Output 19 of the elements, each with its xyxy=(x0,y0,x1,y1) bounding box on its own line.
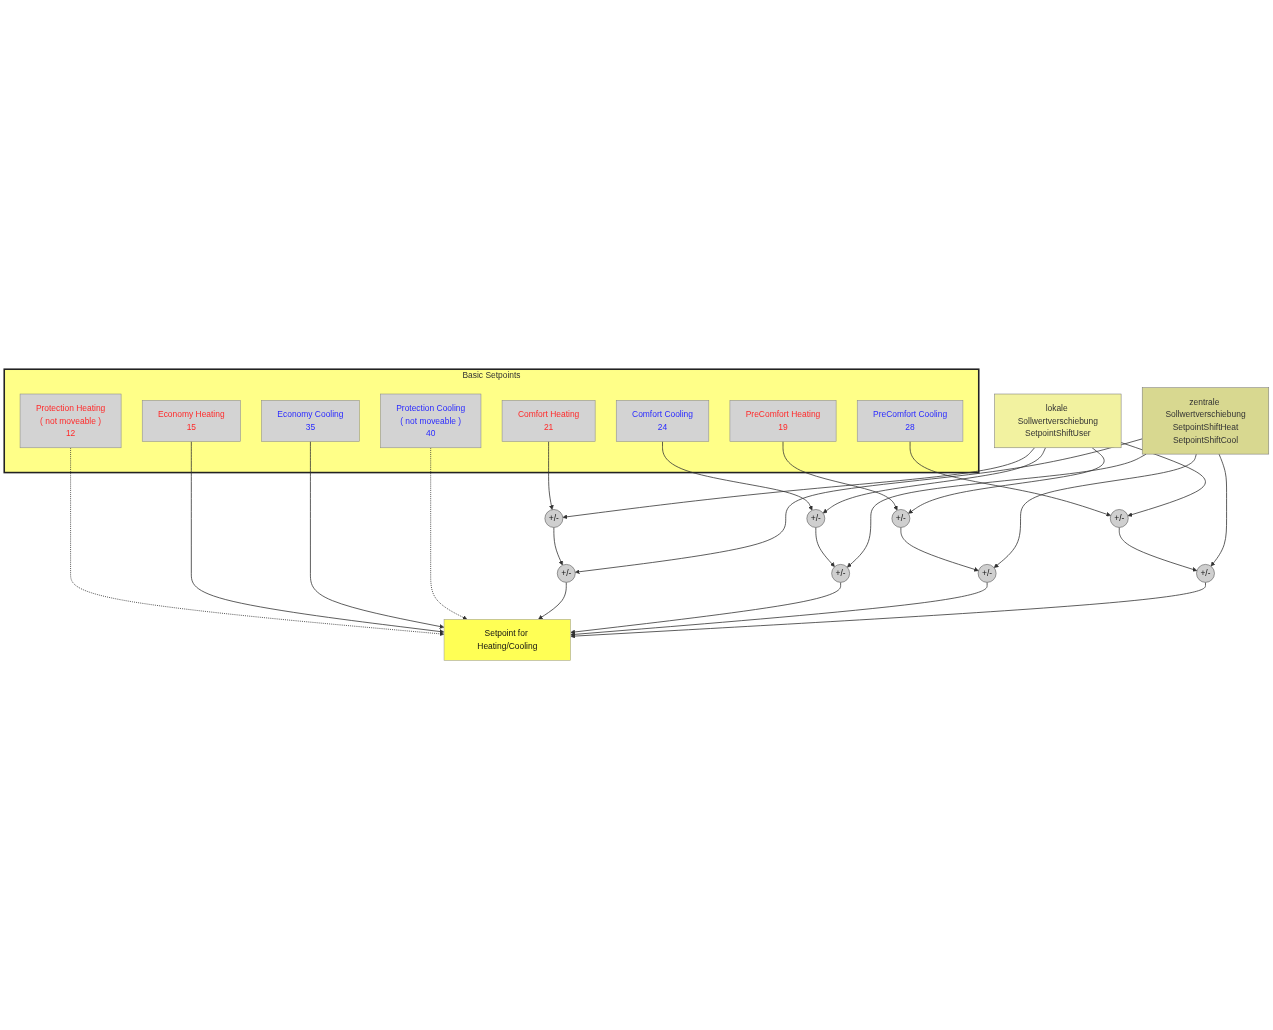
node-box: Protection Heating ( not moveable ) 12 xyxy=(19,393,122,449)
node-circle: +/- xyxy=(977,564,997,583)
node-box: lokale Sollwertverschiebung SetpointShiftUser xyxy=(994,393,1122,449)
node-box: Setpoint for Heating/Cooling xyxy=(443,619,571,661)
node-box: Protection Cooling ( not moveable ) 40 xyxy=(380,393,482,449)
node-circle: +/- xyxy=(806,509,826,528)
node-circle: +/- xyxy=(544,509,564,528)
node-circle: +/- xyxy=(1110,509,1129,528)
node-box: PreComfort Heating 19 xyxy=(729,400,837,442)
node-box: zentrale Sollwertverschiebung SetpointShiftHeat SetpointShiftCool xyxy=(1141,387,1270,455)
node-box: PreComfort Cooling 28 xyxy=(856,400,964,442)
node-box: Comfort Heating 21 xyxy=(501,400,596,442)
node-circle: +/- xyxy=(557,564,576,583)
node-box: Economy Heating 15 xyxy=(141,400,241,442)
node-box: Comfort Cooling 24 xyxy=(615,400,710,442)
node-circle: +/- xyxy=(1196,564,1215,583)
node-circle: +/- xyxy=(831,564,850,583)
node-circle: +/- xyxy=(891,509,911,528)
node-box: Economy Cooling 35 xyxy=(261,400,360,442)
